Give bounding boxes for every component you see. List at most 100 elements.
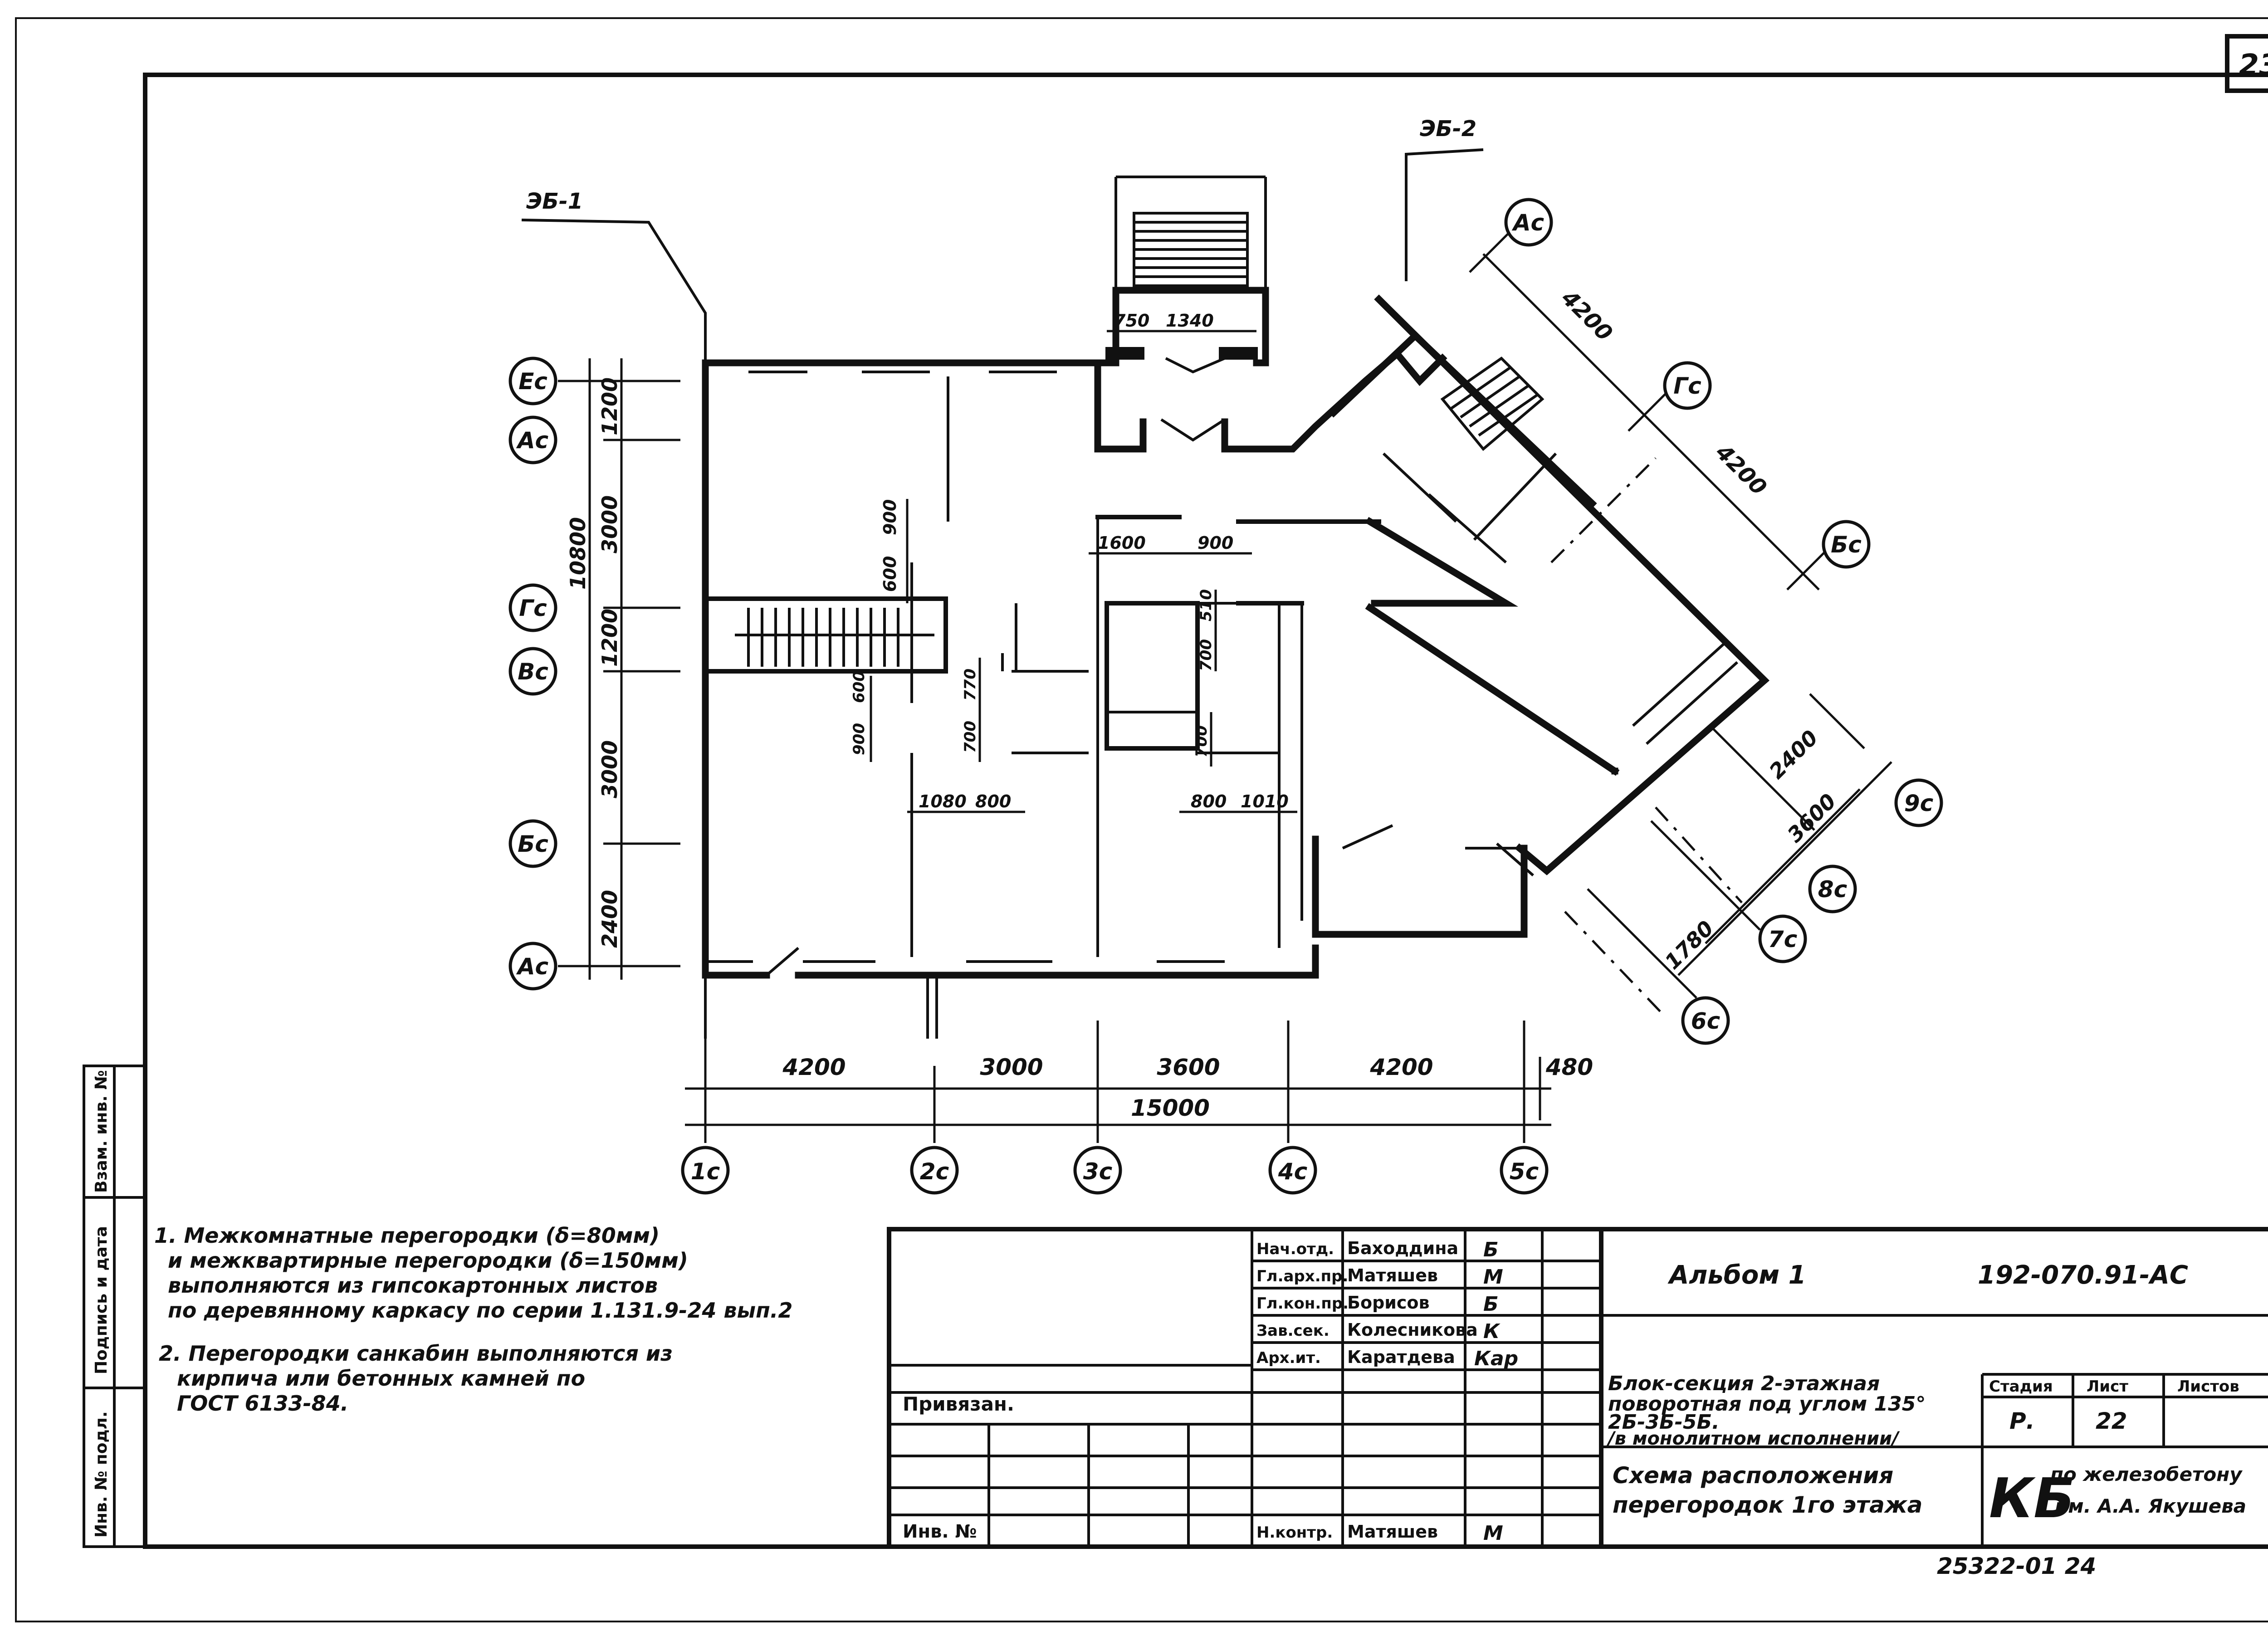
axis-bubbles-left: Ес Ас Гс Вс Бс Ас	[508, 357, 557, 991]
diag-dimensions-top: 4200 4200	[1469, 226, 1833, 591]
svg-text:Гс: Гс	[519, 595, 547, 621]
nkontr-name: Матяшев	[1347, 1522, 1438, 1542]
svg-text:6с: 6с	[1691, 1008, 1721, 1034]
svg-text:Бс: Бс	[518, 831, 548, 857]
dim-1600: 1600	[1098, 533, 1146, 553]
callout-eb2: ЭБ-2	[1405, 116, 1484, 281]
nkontr-role: Н.контр.	[1256, 1524, 1333, 1542]
notes: 1. Межкомнатные перегородки (δ=80мм) и м…	[154, 1223, 792, 1416]
sheet-number: 23	[2239, 49, 2268, 82]
svg-text:Ес: Ес	[518, 368, 547, 395]
signer-4-sign: К	[1483, 1320, 1501, 1343]
axis-diag-Bc: Бс	[1822, 520, 1871, 569]
dim-800a: 800	[975, 791, 1011, 811]
svg-text:5с: 5с	[1510, 1158, 1539, 1185]
porch-stairs	[1133, 212, 1249, 287]
note-1-line-1: 1. Межкомнатные перегородки (δ=80мм)	[154, 1223, 660, 1248]
dim-left-4: 3000	[597, 740, 622, 798]
note-1-line-4: по деревянному каркасу по серии 1.131.9-…	[168, 1298, 792, 1323]
signer-1-role: Нач.отд.	[1256, 1240, 1334, 1258]
callout-eb1-label: ЭБ-1	[526, 189, 583, 214]
dim-bottom-1: 4200	[782, 1054, 846, 1080]
note-2-line-1: 2. Перегородки санкабин выполняются из	[159, 1341, 673, 1366]
dim-diag-bottom-1: 2400	[1765, 725, 1823, 784]
title-line-4: /в монолитном исполнении/	[1606, 1428, 1900, 1449]
stage-value: Р.	[2009, 1408, 2035, 1434]
dim-bottom-4: 4200	[1369, 1054, 1433, 1080]
dim-bottom-5: 480	[1545, 1054, 1593, 1080]
axis-8c: 8с	[1808, 864, 1857, 913]
diag-dimensions-bottom: 2400 3600 1780	[1587, 693, 1892, 999]
dim-600: 600	[880, 556, 900, 592]
svg-text:2с: 2с	[920, 1158, 949, 1185]
dim-770: 770	[961, 669, 979, 701]
sheet-header: Лист	[2087, 1377, 2128, 1396]
signer-2-role: Гл.арх.пр.	[1256, 1267, 1348, 1285]
sheet-value: 22	[2096, 1408, 2127, 1434]
axis-4c: 4с	[1268, 1146, 1317, 1195]
svg-text:Ас: Ас	[516, 427, 549, 454]
drawing-title-1: Схема расположения	[1613, 1462, 1893, 1489]
axis-3c: 3с	[1073, 1146, 1122, 1195]
axis-9c: 9с	[1894, 778, 1943, 827]
signer-5-role: Арх.ит.	[1256, 1349, 1321, 1367]
axis-6c: 6с	[1681, 996, 1730, 1045]
axis-diag-Ac: Ас	[1504, 198, 1553, 247]
dim-750: 750	[1114, 311, 1149, 331]
dim-900c: 900	[850, 723, 868, 755]
dim-bottom-2: 3000	[980, 1054, 1043, 1080]
axis-5c: 5с	[1500, 1146, 1549, 1195]
note-1-line-3: выполняются из гипсокартонных листов	[168, 1273, 658, 1298]
sheets-header: Листов	[2177, 1377, 2239, 1396]
dim-700b: 700	[961, 721, 979, 753]
dim-510: 510	[1197, 589, 1215, 621]
floor-plan	[702, 176, 1770, 1039]
svg-text:9с: 9с	[1904, 790, 1934, 816]
svg-text:1с: 1с	[691, 1158, 720, 1185]
dim-1010: 1010	[1241, 791, 1289, 811]
axis-Ac-bottom: Ас	[508, 942, 557, 991]
inner-dimensions: 750 1340 1600 900 600 900 510 700 900 60…	[850, 311, 1297, 813]
svg-text:Гс: Гс	[1673, 373, 1701, 399]
axis-2c: 2с	[910, 1146, 959, 1195]
axis-bubbles-bottom: 1с 2с 3с 4с 5с	[681, 1146, 1549, 1195]
title-line-1: Блок-секция 2-этажная	[1608, 1372, 1880, 1395]
org-line-2: им. А.А. Якушева	[2055, 1495, 2246, 1517]
album-label: Альбом 1	[1667, 1260, 1806, 1290]
outer-frame	[15, 17, 2268, 1622]
signer-3-sign: Б	[1483, 1293, 1499, 1316]
nkontr-sign: М	[1483, 1522, 1503, 1545]
stamp-vzam: Взам. инв. №	[92, 1070, 111, 1193]
title-line-2: поворотная под углом 135°	[1608, 1392, 1926, 1416]
svg-text:Бс: Бс	[1831, 532, 1862, 558]
dim-900a: 900	[1198, 533, 1233, 553]
dim-600b: 600	[850, 671, 868, 703]
note-2-line-2: кирпича или бетонных камней по	[177, 1366, 585, 1391]
signer-3-name: Борисов	[1347, 1293, 1430, 1313]
dim-left-2: 3000	[597, 495, 622, 553]
note-1-line-2: и межквартирные перегородки (δ=150мм)	[168, 1248, 688, 1273]
signer-2-name: Матяшев	[1347, 1265, 1438, 1285]
stamp-inv-podl: Инв. № подл.	[92, 1411, 111, 1538]
signer-3-role: Гл.кон.пр.	[1256, 1294, 1349, 1313]
org-line-1: по железобетону	[2050, 1463, 2243, 1485]
dim-800b: 800	[1191, 791, 1227, 811]
stage-header: Стадия	[1989, 1377, 2053, 1396]
axis-bubbles-diag-bottom: 6с 7с 8с 9с	[1681, 778, 1943, 1045]
signer-5-name: Каратдева	[1347, 1347, 1455, 1367]
dim-bottom-3: 3600	[1157, 1054, 1220, 1080]
dim-1340: 1340	[1166, 311, 1214, 331]
dim-left-1: 1200	[597, 377, 622, 435]
dim-bottom-total: 15000	[1131, 1095, 1210, 1121]
dim-left-total: 10800	[566, 517, 590, 590]
axis-bubbles-diag-top: Ас Гс Бс	[1504, 198, 1871, 569]
svg-text:7с: 7с	[1768, 926, 1798, 952]
sheet-number-box	[2225, 34, 2268, 93]
signer-5-sign: Кар	[1474, 1347, 1518, 1370]
axis-Bc: Бс	[508, 819, 557, 868]
signer-2-sign: М	[1483, 1265, 1503, 1289]
archive-code: 25322-01 24	[1937, 1553, 2096, 1579]
note-2-line-3: ГОСТ 6133-84.	[177, 1391, 348, 1416]
interior-stairs	[703, 596, 948, 674]
